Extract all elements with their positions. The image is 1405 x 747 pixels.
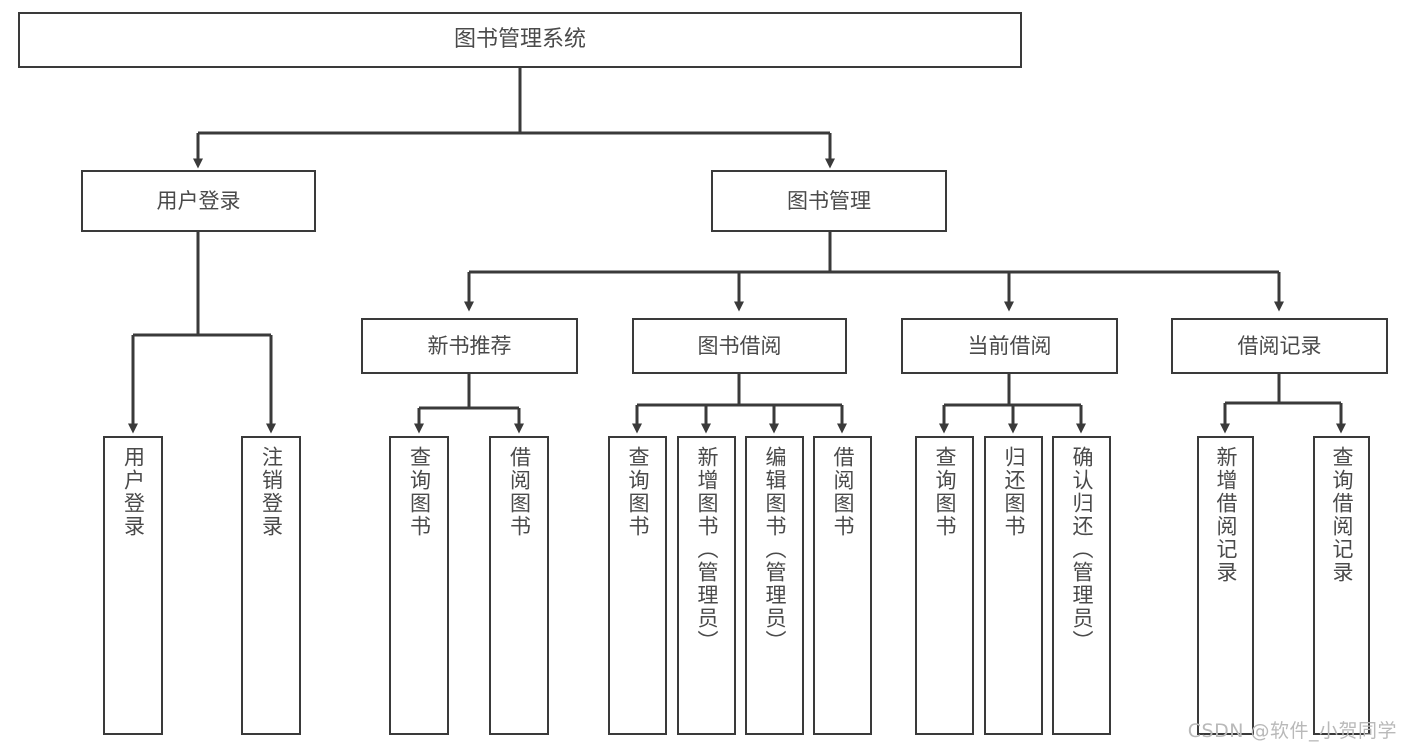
node-user-login-label: 用户登录 <box>156 188 241 213</box>
node-root[interactable]: 图书管理系统 <box>18 12 1022 68</box>
leaf-new-book-borrow[interactable]: 借阅图书 <box>489 436 549 735</box>
leaf-book-borrow-borrow[interactable]: 借阅图书 <box>813 436 872 735</box>
leaf-current-borrow-confirm-return[interactable]: 确认归还（管理员） <box>1052 436 1111 735</box>
leaf-label: 查询图书 <box>626 446 650 538</box>
node-book-management[interactable]: 图书管理 <box>711 170 947 232</box>
leaf-current-borrow-return[interactable]: 归还图书 <box>984 436 1043 735</box>
leaf-label: 借阅图书 <box>507 446 532 538</box>
leaf-borrow-record-add[interactable]: 新增借阅记录 <box>1197 436 1254 735</box>
node-new-book-recommend[interactable]: 新书推荐 <box>361 318 578 374</box>
node-current-borrow[interactable]: 当前借阅 <box>901 318 1118 374</box>
csdn-watermark: CSDN @软件_小贺同学 <box>1187 720 1397 742</box>
leaf-label: 查询图书 <box>407 446 432 538</box>
leaf-label: 新增借阅记录 <box>1214 446 1238 584</box>
node-book-management-label: 图书管理 <box>787 188 871 213</box>
leaf-label: 查询图书 <box>933 446 957 538</box>
leaf-book-borrow-query[interactable]: 查询图书 <box>608 436 667 735</box>
leaf-label: 新增图书（管理员） <box>695 446 719 653</box>
node-root-label: 图书管理系统 <box>453 27 586 53</box>
leaf-new-book-query[interactable]: 查询图书 <box>389 436 449 735</box>
leaf-label: 用户登录 <box>121 446 146 538</box>
leaf-label: 查询借阅记录 <box>1330 446 1354 584</box>
node-book-borrow-label: 图书借阅 <box>697 333 782 358</box>
leaf-label: 确认归还（管理员） <box>1070 446 1094 653</box>
leaf-label: 编辑图书（管理员） <box>763 446 787 653</box>
node-borrow-record[interactable]: 借阅记录 <box>1171 318 1388 374</box>
leaf-borrow-record-query[interactable]: 查询借阅记录 <box>1313 436 1370 735</box>
leaf-user-login-signout[interactable]: 注销登录 <box>241 436 301 735</box>
leaf-user-login-signin[interactable]: 用户登录 <box>103 436 163 735</box>
leaf-book-borrow-edit[interactable]: 编辑图书（管理员） <box>745 436 804 735</box>
leaf-label: 注销登录 <box>259 446 284 538</box>
node-new-book-recommend-label: 新书推荐 <box>427 333 512 358</box>
node-user-login[interactable]: 用户登录 <box>81 170 316 232</box>
node-current-borrow-label: 当前借阅 <box>967 333 1052 358</box>
leaf-current-borrow-query[interactable]: 查询图书 <box>915 436 974 735</box>
leaf-label: 归还图书 <box>1002 446 1026 538</box>
node-book-borrow[interactable]: 图书借阅 <box>632 318 847 374</box>
node-borrow-record-label: 借阅记录 <box>1237 333 1322 358</box>
leaf-label: 借阅图书 <box>831 446 855 538</box>
leaf-book-borrow-add[interactable]: 新增图书（管理员） <box>677 436 736 735</box>
